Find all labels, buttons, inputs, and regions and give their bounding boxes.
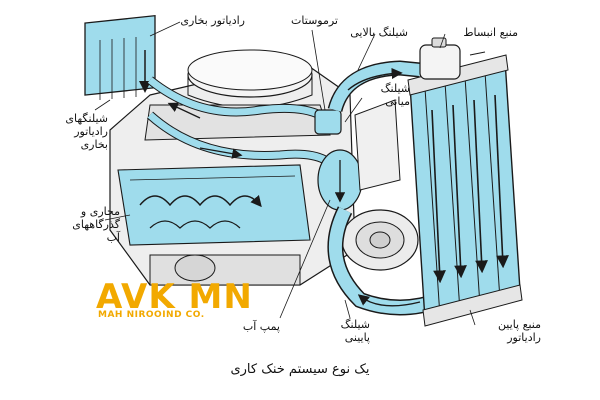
thermostat-housing <box>314 109 342 135</box>
water-jackets <box>117 164 311 246</box>
lower-hose <box>327 206 443 316</box>
label-expansion-tank: منبع انبساط <box>463 26 518 39</box>
fan-assembly <box>341 99 419 271</box>
watermark-logo: AVK MN <box>96 277 253 317</box>
label-water-pump: پمپ آب <box>242 320 280 333</box>
label-heater-core: رادیاتور بخاری <box>180 14 245 27</box>
heater-core <box>84 14 156 100</box>
leader-lines <box>94 21 476 326</box>
heater-hoses <box>146 76 328 165</box>
label-water-jackets: مجاری و گذرگاههای آب <box>72 205 120 244</box>
watermark-subtitle: MAH NIROOIND CO. <box>98 310 205 320</box>
figure-caption: یک نوع سیستم خنک کاری <box>230 362 370 377</box>
label-upper-hose: شیلنگ بالایی <box>350 26 408 39</box>
label-heater-hoses: شیلنگهای رادیاتور بخاری <box>65 112 108 151</box>
label-bypass-hose: شیلنگ میانی <box>380 82 410 108</box>
water-pump <box>317 149 363 211</box>
radiator <box>407 54 523 327</box>
label-thermostat: ترموستات <box>291 14 338 27</box>
label-radiator-lower-tank: منبع پایین رادیاتور <box>497 318 541 344</box>
upper-hose <box>327 60 421 113</box>
label-lower-hose: شیلنگ پایینی <box>340 318 370 344</box>
